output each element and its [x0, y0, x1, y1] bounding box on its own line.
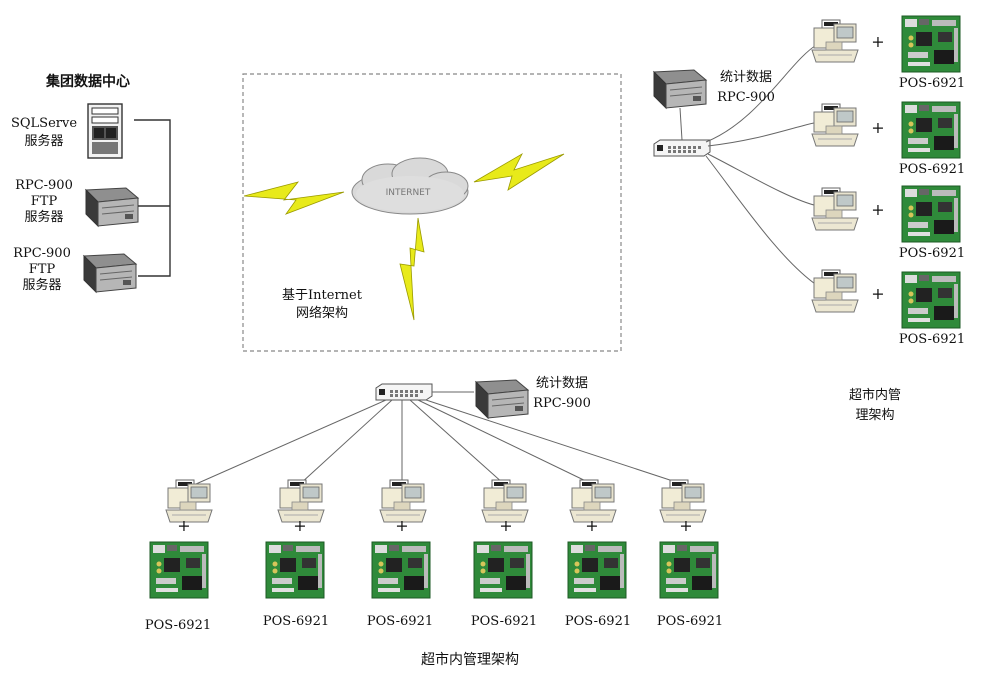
data-center-bracket [134, 119, 171, 277]
bottom-board-2-icon [265, 541, 325, 599]
right-server-label-1: 统计数据 [719, 70, 772, 85]
bottom-board-4-icon [473, 541, 533, 599]
lightning-left-icon [243, 181, 345, 215]
right-plus-1: + [871, 32, 885, 51]
bottom-board-5-icon [567, 541, 627, 599]
lightning-right-icon [473, 152, 565, 191]
bottom-plus-1: + [177, 516, 191, 535]
bottom-board-3-icon [371, 541, 431, 599]
right-server-label-2: RPC-900 [717, 90, 775, 105]
sql-server-label-1: SQLServe [10, 116, 78, 131]
bottom-server-label-1: 统计数据 [535, 376, 588, 391]
right-pos-label-1: POS-6921 [898, 76, 966, 91]
bottom-pos-label-6: POS-6921 [656, 614, 724, 629]
bottom-plus-2: + [293, 516, 307, 535]
bottom-pos-label-5: POS-6921 [564, 614, 632, 629]
right-plus-2: + [871, 118, 885, 137]
ftp1-label-3: 服务器 [24, 210, 64, 225]
bottom-switch-icon [375, 383, 433, 401]
bottom-stats-server-icon [475, 379, 529, 419]
right-board-3-icon [901, 185, 961, 243]
cloud-text: INTERNET [386, 188, 431, 198]
right-plus-3: + [871, 200, 885, 219]
right-terminal-2-icon [811, 103, 859, 147]
right-pos-label-3: POS-6921 [898, 246, 966, 261]
right-pos-label-4: POS-6921 [898, 332, 966, 347]
bottom-plus-3: + [395, 516, 409, 535]
bottom-pos-label-3: POS-6921 [366, 614, 434, 629]
internet-label-2: 网络架构 [295, 306, 348, 321]
right-board-4-icon [901, 271, 961, 329]
internet-region-border [242, 73, 622, 352]
right-board-2-icon [901, 101, 961, 159]
bottom-plus-5: + [585, 516, 599, 535]
ftp2-label-3: 服务器 [22, 278, 62, 293]
right-terminal-1-icon [811, 19, 859, 63]
internet-cloud-icon: INTERNET [351, 157, 469, 215]
right-store-links [705, 43, 819, 287]
right-terminal-3-icon [811, 187, 859, 231]
right-switch-icon [653, 139, 711, 157]
right-terminal-4-icon [811, 269, 859, 313]
internet-label-1: 基于Internet [282, 288, 362, 303]
sql-server-icon [87, 103, 123, 159]
sql-server-label-2: 服务器 [24, 134, 64, 149]
right-plus-4: + [871, 284, 885, 303]
ftp-server-1-icon [85, 187, 139, 227]
right-board-1-icon [901, 15, 961, 73]
right-stats-server-icon [653, 69, 707, 109]
bottom-board-1-icon [149, 541, 209, 599]
bottom-board-6-icon [659, 541, 719, 599]
right-pos-label-2: POS-6921 [898, 162, 966, 177]
right-server-to-switch-link [679, 107, 683, 141]
ftp-server-2-icon [83, 253, 137, 293]
bottom-pos-label-2: POS-6921 [262, 614, 330, 629]
bottom-pos-label-4: POS-6921 [470, 614, 538, 629]
right-caption-2: 理架构 [855, 408, 895, 423]
data-center-title: 集团数据中心 [46, 74, 130, 90]
bottom-plus-6: + [679, 516, 693, 535]
right-caption-1: 超市内管 [848, 388, 901, 403]
ftp1-label-1: RPC-900 [15, 178, 73, 193]
ftp2-label-2: FTP [28, 262, 56, 277]
bottom-server-label-2: RPC-900 [533, 396, 591, 411]
ftp2-label-1: RPC-900 [13, 246, 71, 261]
bottom-caption: 超市内管理架构 [421, 652, 519, 668]
bottom-plus-4: + [499, 516, 513, 535]
bottom-store-links [195, 399, 683, 485]
lightning-down-icon [399, 217, 425, 321]
ftp1-label-2: FTP [30, 194, 58, 209]
bottom-pos-label-1: POS-6921 [144, 618, 212, 633]
